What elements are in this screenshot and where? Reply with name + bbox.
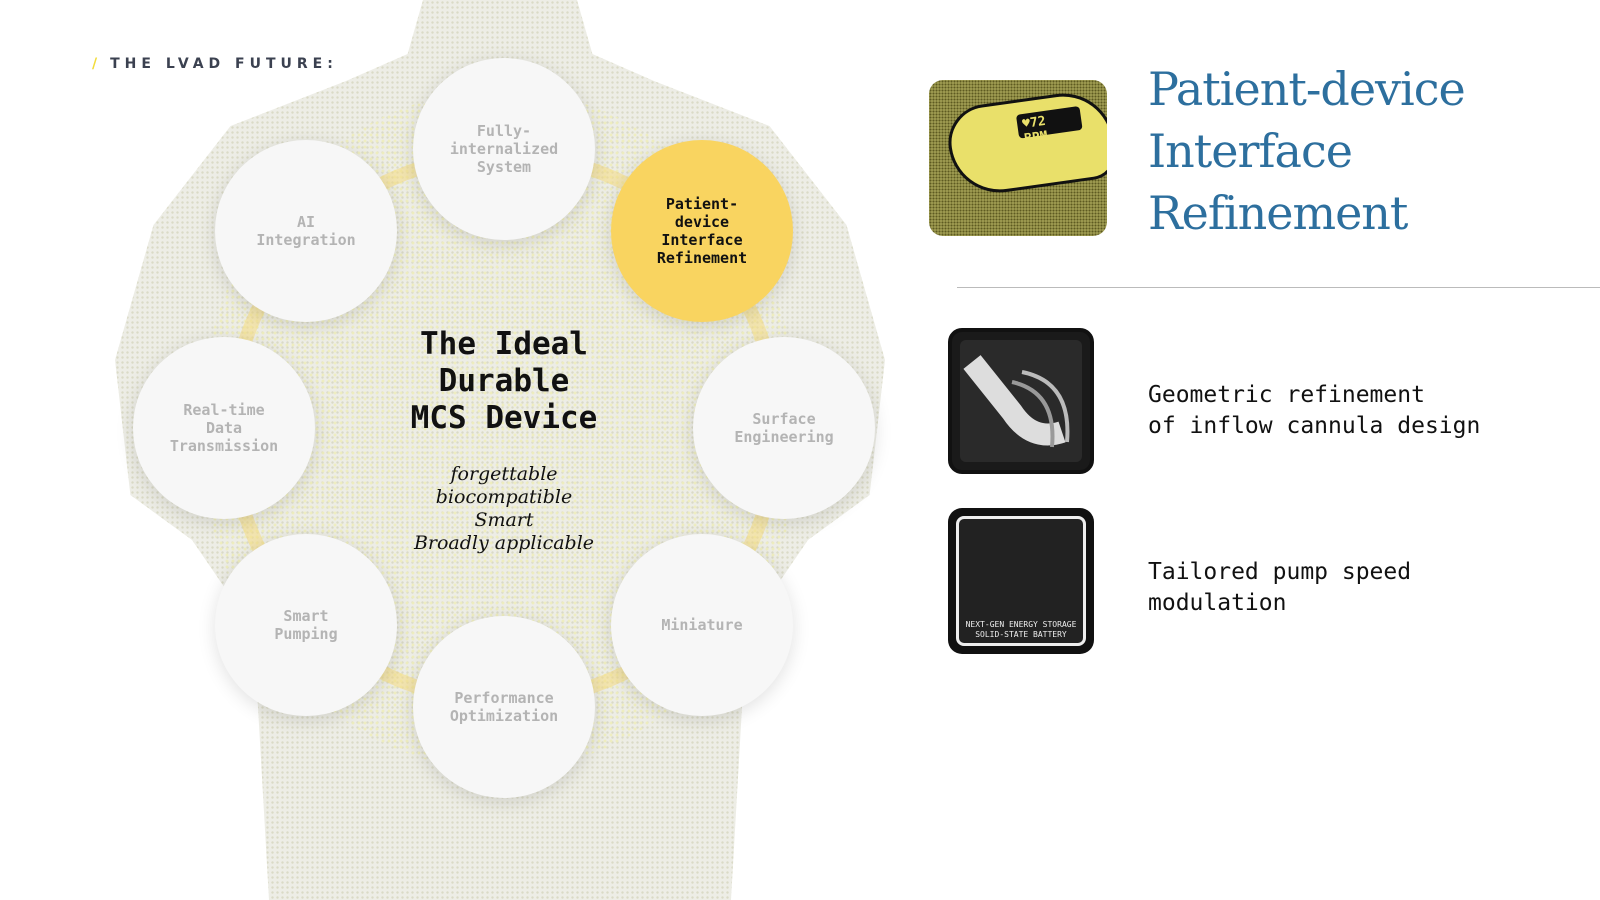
image-caption: SOLID-STATE BATTERY	[975, 630, 1067, 639]
cannula-drawing	[960, 340, 1082, 462]
pillar-node[interactable]: Fully- internalized System	[413, 58, 595, 241]
inflow-cannula-icon	[948, 328, 1094, 474]
pillar-node[interactable]: Patient- device Interface Refinement	[610, 140, 793, 322]
pillar-node[interactable]: AI Integration	[215, 140, 397, 322]
feature-text: Tailored pump speed modulation	[1148, 559, 1412, 616]
divider	[957, 287, 1600, 288]
controller-pad: ♥72 BPM	[943, 86, 1107, 200]
pillar-node[interactable]: Real-time Data Transmission	[133, 337, 315, 519]
bpm-display: ♥72 BPM	[1015, 105, 1083, 147]
attribute: biocompatible	[435, 486, 573, 508]
detail-title: Patient-device Interface Refinement	[1148, 62, 1466, 240]
slash-icon: /	[92, 56, 103, 72]
battery-drawing: NEXT-GEN ENERGY STORAGE SOLID-STATE BATT…	[956, 516, 1086, 646]
pillar-node[interactable]: Smart Pumping	[215, 533, 397, 716]
controller-heart-rate-icon: ♥72 BPM	[929, 80, 1107, 236]
pillar-node[interactable]: Miniature	[610, 533, 793, 716]
eyebrow-text: THE LVAD FUTURE:	[110, 56, 338, 72]
attribute: forgettable	[450, 463, 558, 485]
center-hub: The Ideal Durable MCS Device forgettable…	[364, 326, 644, 555]
hub-attributes: forgettable biocompatible Smart Broadly …	[364, 463, 644, 555]
feature-text: Geometric refinement of inflow cannula d…	[1148, 382, 1481, 439]
attribute: Broadly applicable	[413, 532, 595, 554]
pillar-node[interactable]: Surface Engineering	[693, 337, 875, 519]
solid-state-battery-icon: NEXT-GEN ENERGY STORAGE SOLID-STATE BATT…	[948, 508, 1094, 654]
hub-title: The Ideal Durable MCS Device	[410, 326, 598, 436]
image-caption: NEXT-GEN ENERGY STORAGE	[965, 620, 1077, 629]
pillar-node[interactable]: Performance Optimization	[413, 615, 595, 798]
eyebrow: / THE LVAD FUTURE:	[92, 56, 338, 72]
attribute: Smart	[474, 509, 534, 531]
